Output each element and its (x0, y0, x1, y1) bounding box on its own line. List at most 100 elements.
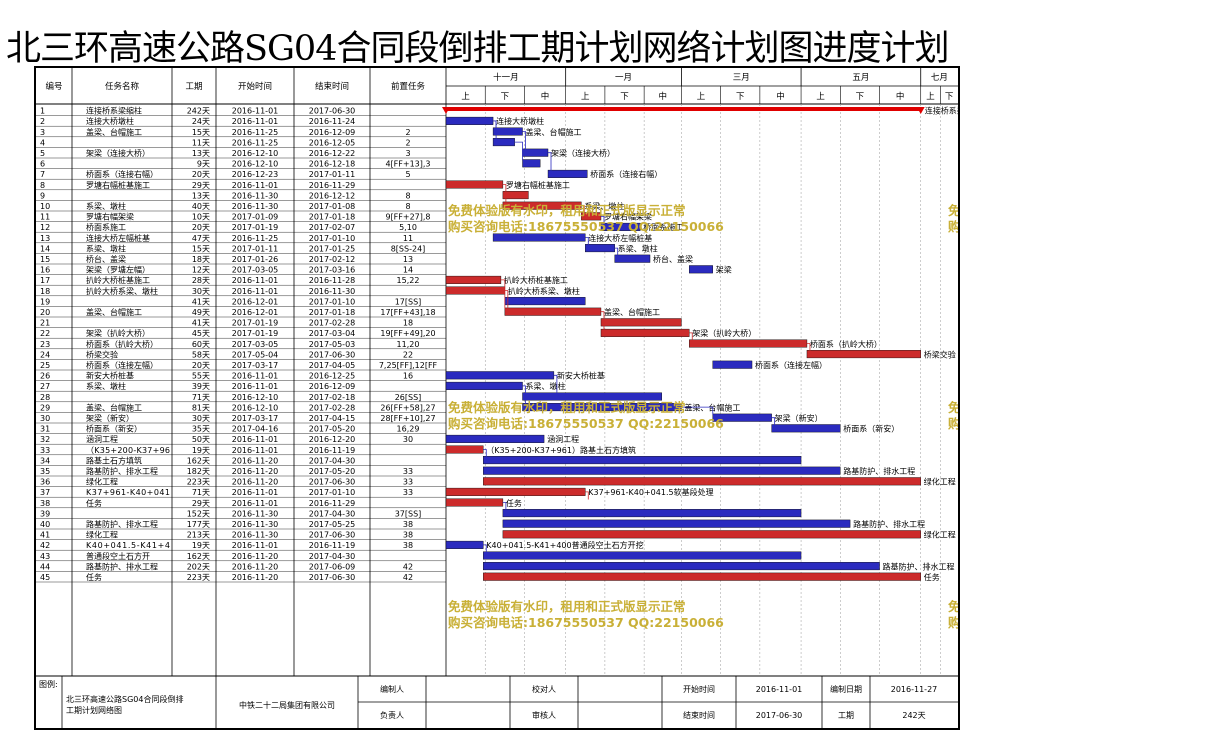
task-id: 45 (40, 573, 50, 582)
task-id: 22 (40, 329, 50, 338)
task-duration: 152天 (187, 509, 210, 518)
task-predecessor: 17[FF+43],18 (380, 308, 435, 317)
task-start: 2016-11-25 (232, 138, 279, 147)
watermark-text: 购买咨询电话:18675550537 QQ:22150066 (948, 219, 958, 234)
watermark-text: 购买咨询电话:18675550537 QQ:22150066 (948, 615, 958, 630)
task-bar-label: 桥面系（扒岭大桥） (810, 339, 882, 349)
task-start: 2017-03-05 (232, 340, 279, 349)
task-id: 34 (40, 456, 50, 465)
task-duration: 45天 (192, 329, 210, 338)
task-start: 2017-01-09 (232, 213, 279, 222)
task-end: 2016-12-05 (309, 138, 356, 147)
task-predecessor: 8 (405, 202, 410, 211)
task-name: 系梁、墩柱 (86, 243, 126, 253)
task-start: 2017-03-05 (232, 266, 279, 275)
task-bar (502, 530, 921, 539)
task-predecessor: 4[FF+13],3 (385, 160, 430, 169)
task-start: 2017-01-19 (232, 223, 279, 232)
task-end: 2017-01-18 (309, 213, 356, 222)
task-name: 架梁（扒岭大桥） (86, 328, 150, 338)
task-duration: 18天 (192, 255, 210, 264)
footer-company: 中铁二十二局集团有限公司 (239, 700, 335, 710)
task-id: 4 (40, 138, 45, 147)
task-bar-label: 扒岭大桥系梁、墩柱 (508, 286, 580, 296)
task-duration: 24天 (192, 117, 210, 126)
task-start: 2016-11-01 (232, 446, 279, 455)
task-bar-label: 架梁（连接大桥） (551, 148, 615, 158)
half-label: 下 (620, 92, 629, 102)
task-duration: 13天 (192, 149, 210, 158)
task-duration: 47天 (192, 234, 210, 243)
task-start: 2016-11-30 (232, 191, 279, 200)
task-bar (806, 350, 921, 359)
task-duration: 81天 (192, 403, 210, 412)
dependency-link (548, 152, 552, 171)
footer-start-label: 开始时间 (683, 684, 715, 694)
task-id: 10 (40, 202, 50, 211)
task-duration: 11天 (192, 138, 210, 147)
task-name: 普通段空土石方开 (86, 551, 150, 561)
task-duration: 182天 (187, 467, 210, 476)
task-id: 2 (40, 117, 45, 126)
task-bar-label: （K35+200-K37+961）路基土石方填筑 (486, 445, 636, 455)
task-id: 31 (40, 425, 50, 434)
task-bar (445, 487, 586, 496)
task-start: 2017-03-17 (232, 414, 279, 423)
task-end: 2017-02-12 (309, 255, 356, 264)
task-id: 19 (40, 297, 50, 306)
task-start: 2016-12-01 (232, 308, 279, 317)
dependency-link (585, 491, 589, 500)
dependency-link (493, 120, 497, 140)
task-bar (600, 222, 641, 231)
task-end: 2016-11-19 (309, 541, 356, 550)
dependency-link (585, 237, 589, 246)
task-id: 26 (40, 372, 50, 381)
footer-period-label: 工期 (838, 711, 854, 720)
task-end: 2016-12-18 (309, 160, 356, 169)
task-id: 33 (40, 446, 50, 455)
task-end: 2016-11-30 (309, 287, 356, 296)
task-end: 2016-11-29 (309, 181, 356, 190)
watermark-text: 购买咨询电话:18675550537 QQ:22150066 (448, 615, 724, 630)
task-end: 2017-06-30 (309, 478, 356, 487)
task-bar (771, 424, 841, 433)
half-label: 下 (736, 92, 745, 102)
task-end: 2017-04-30 (309, 552, 356, 561)
task-predecessor: 5,10 (399, 223, 417, 232)
month-label: 七月 (931, 73, 948, 83)
task-predecessor: 8[SS-24] (391, 244, 426, 253)
task-end: 2016-12-22 (309, 149, 356, 158)
dependency-link (483, 449, 487, 458)
task-id: 38 (40, 499, 50, 508)
task-id: 3 (40, 128, 45, 137)
task-bar-label: 架梁（新安） (775, 413, 823, 423)
task-name: 新安大桥桩基 (86, 371, 134, 381)
task-bar-label: 绿化工程 (924, 530, 956, 540)
task-duration: 177天 (187, 520, 210, 529)
task-bar (689, 265, 713, 274)
dependency-link (500, 279, 506, 309)
task-bar-label: 架梁 (716, 266, 732, 275)
task-end: 2016-11-28 (309, 276, 356, 285)
task-name: 绿化工程 (86, 530, 118, 540)
half-label: 上 (697, 92, 706, 102)
task-duration: 223天 (187, 573, 210, 582)
watermark-text: 购买咨询电话:18675550537 QQ:22150066 (448, 219, 724, 234)
watermark-text: 免费体验版有水印，租用和正式版显示正常 (948, 203, 958, 218)
task-id: 6 (40, 160, 45, 169)
task-id: 40 (40, 520, 50, 529)
task-end: 2017-02-07 (309, 223, 356, 232)
task-name: （K35+200-K37+96 (86, 446, 170, 455)
half-label: 下 (945, 92, 954, 102)
task-id: 41 (40, 531, 50, 540)
task-name: 系梁、墩柱 (86, 381, 126, 391)
task-end: 2016-11-29 (309, 499, 356, 508)
task-start: 2016-11-20 (232, 478, 279, 487)
task-end: 2016-11-19 (309, 446, 356, 455)
task-bar-label: 路基防护、排水工程 (843, 466, 915, 476)
task-predecessor: 18 (403, 319, 413, 328)
task-start: 2016-11-01 (232, 372, 279, 381)
task-id: 44 (40, 562, 50, 571)
task-duration: 19天 (192, 446, 210, 455)
task-id: 15 (40, 255, 50, 264)
